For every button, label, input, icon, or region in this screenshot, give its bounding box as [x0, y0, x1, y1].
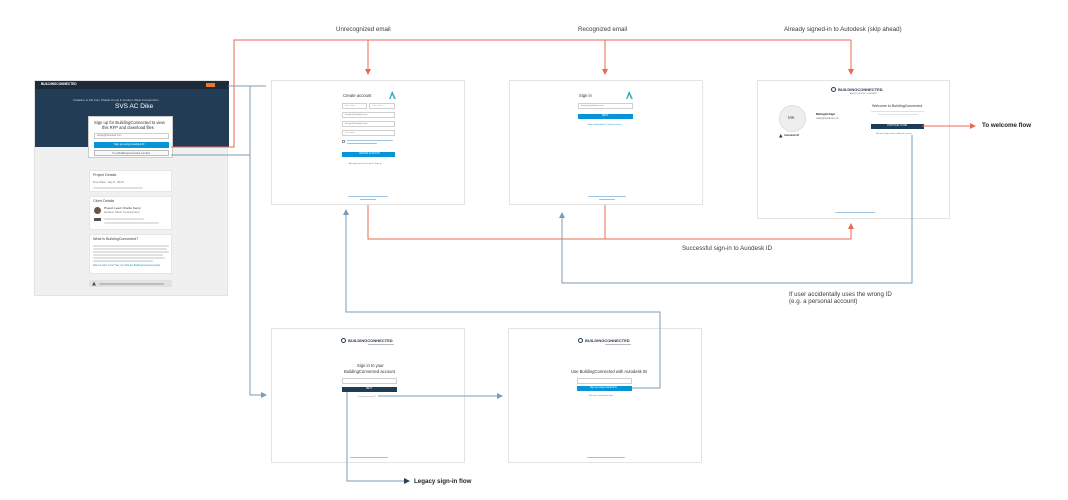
sign-in-title: Sign in: [579, 93, 592, 98]
user-email: mkapi@autodesk.com: [816, 118, 839, 120]
client-details-card: Client Details Project Lead: Charlie Kem…: [89, 196, 172, 230]
arrow-legacy-flow: [346, 392, 410, 484]
continue-button[interactable]: CONTINUE TO BID: [871, 124, 924, 129]
brand-logo-icon: [578, 338, 583, 343]
welcome-screen: BUILDINGCONNECTED AN AUTODESK COMPANY MK…: [757, 80, 950, 219]
due-date: Due Date: July 6, 2018: [93, 180, 124, 184]
confirm-email-input[interactable]: design@autodesk.com: [342, 121, 395, 127]
login-button[interactable]: [206, 82, 215, 87]
legacy-heading-1: Sign in to your: [357, 363, 384, 368]
brand-logo-icon: [831, 87, 836, 92]
arrow-success-return: [367, 205, 854, 240]
label-unrecognized-email: Unrecognized email: [336, 26, 391, 33]
terms-checkbox[interactable]: [342, 140, 345, 143]
legacy-heading-2: BuildingConnected account: [344, 369, 395, 374]
user-avatar: MK: [779, 105, 806, 132]
label-successful-signin: Successful sign-in to Auodesk ID: [682, 245, 773, 252]
email-input[interactable]: design@autodesk.com: [578, 103, 633, 109]
label-recognized-email: Recognized email: [578, 26, 628, 33]
project-title: SVS AC Dike: [115, 103, 154, 110]
label-wrong-id-1: If user accidentally uses the wrong ID: [789, 291, 892, 298]
link-heading: Use BuildingConnected with Autodesk ID: [571, 369, 648, 374]
autodesk-logo-icon: [389, 91, 396, 99]
signup-card: Sign up for BuildingConnected to view th…: [88, 116, 173, 158]
label-welcome-flow: To welcome flow: [982, 122, 1032, 129]
arrow-legacy-to-legacy-signin: [249, 86, 267, 398]
legacy-member-button[interactable]: I'm a BuildingConnected member: [94, 150, 169, 156]
project-details-card: Project Details Due Date: July 6, 2018: [89, 170, 172, 192]
link-brand: BUILDINGCONNECTED: [585, 337, 630, 343]
legacy-brand: BUILDINGCONNECTED: [348, 337, 393, 343]
email-input[interactable]: design@autodesk.com: [342, 112, 395, 118]
remind-later-link[interactable]: Not now, remind me later: [589, 395, 614, 397]
landing-page-screen: BUILDINGCONNECTED Invitation to bid from…: [34, 80, 229, 296]
email-input[interactable]: [342, 378, 397, 384]
welcome-brand-sub: AN AUTODESK COMPANY: [850, 93, 878, 95]
autodesk-footer-icon: [92, 281, 96, 286]
client-name: Project Lead: Charlie Kemp: [104, 206, 141, 210]
create-account-button[interactable]: CREATE ACCOUNT: [342, 152, 395, 157]
next-button[interactable]: NEXT: [578, 114, 633, 119]
label-legacy-flow: Legacy sign-in flow: [414, 478, 472, 485]
brand-logo: BUILDINGCONNECTED: [41, 82, 77, 87]
autodesk-logo-icon: [779, 134, 783, 138]
arrow-top-router: [171, 39, 851, 148]
email-input[interactable]: design@autodesk.com: [94, 133, 169, 139]
next-button[interactable]: NEXT: [342, 387, 397, 392]
label-already-signed-in: Already signed-in to Autodesk (skip ahea…: [784, 26, 902, 33]
email-input[interactable]: [577, 378, 632, 384]
what-is-title: What is BuildingConnected?: [93, 237, 139, 241]
arrow-wrong-id: [559, 135, 913, 284]
wrong-account-link[interactable]: Not you? Sign in with a different accoun…: [876, 133, 912, 135]
label-wrong-id-2: (e.g. a personal account): [789, 298, 858, 305]
landing-topbar: BUILDINGCONNECTED: [35, 81, 229, 89]
arrow-link-to-create: [343, 209, 661, 389]
signup-autodesk-button[interactable]: Sign up using Autodesk ID: [94, 142, 169, 148]
arrow-legacy-down: [171, 86, 251, 156]
client-logo: [94, 218, 101, 221]
signin-link[interactable]: Already have an account? Sign in: [349, 163, 382, 165]
first-name-input[interactable]: First name: [342, 103, 367, 109]
learn-more-link[interactable]: Want to learn more? See our Ultimate Bui…: [93, 264, 161, 267]
signup-heading-line2: this RFP and download files: [102, 125, 154, 130]
create-account-screen: Create account First name Last name desi…: [271, 80, 465, 205]
password-input[interactable]: Password: [342, 130, 395, 136]
client-details-title: Client Details: [93, 199, 115, 203]
last-name-input[interactable]: Last name: [369, 103, 395, 109]
client-avatar: [94, 207, 101, 214]
welcome-brand: BUILDINGCONNECTED: [838, 87, 883, 92]
create-account-link[interactable]: New to Autodesk? Create account: [588, 124, 622, 126]
forgot-password-link[interactable]: Forgot password?: [358, 395, 376, 398]
brand-logo-icon: [341, 338, 346, 343]
signup-heading-line1: Sign up for BuildingConnected to view: [94, 120, 165, 125]
invite-text: Invitation to bid from Charlie Kemp in H…: [73, 98, 159, 102]
autodesk-id-label: Autodesk ID: [784, 133, 800, 137]
autodesk-logo-icon: [626, 91, 633, 99]
sign-in-screen: Sign in design@autodesk.com NEXT New to …: [509, 80, 703, 205]
create-account-title: Create account: [343, 93, 372, 98]
project-details-title: Project Details: [93, 173, 117, 177]
signup-autodesk-button[interactable]: Sign up using Autodesk ID: [577, 386, 632, 391]
link-account-screen: BUILDINGCONNECTED Use BuildingConnected …: [508, 328, 702, 463]
user-name: Mohight Kapi: [816, 112, 835, 116]
what-is-card: What is BuildingConnected? Want to learn…: [89, 234, 172, 274]
welcome-heading: Welcome to BuildingConnected: [872, 104, 923, 108]
autodesk-footer: [89, 280, 172, 287]
client-role: Hudson West Construction: [104, 210, 140, 214]
